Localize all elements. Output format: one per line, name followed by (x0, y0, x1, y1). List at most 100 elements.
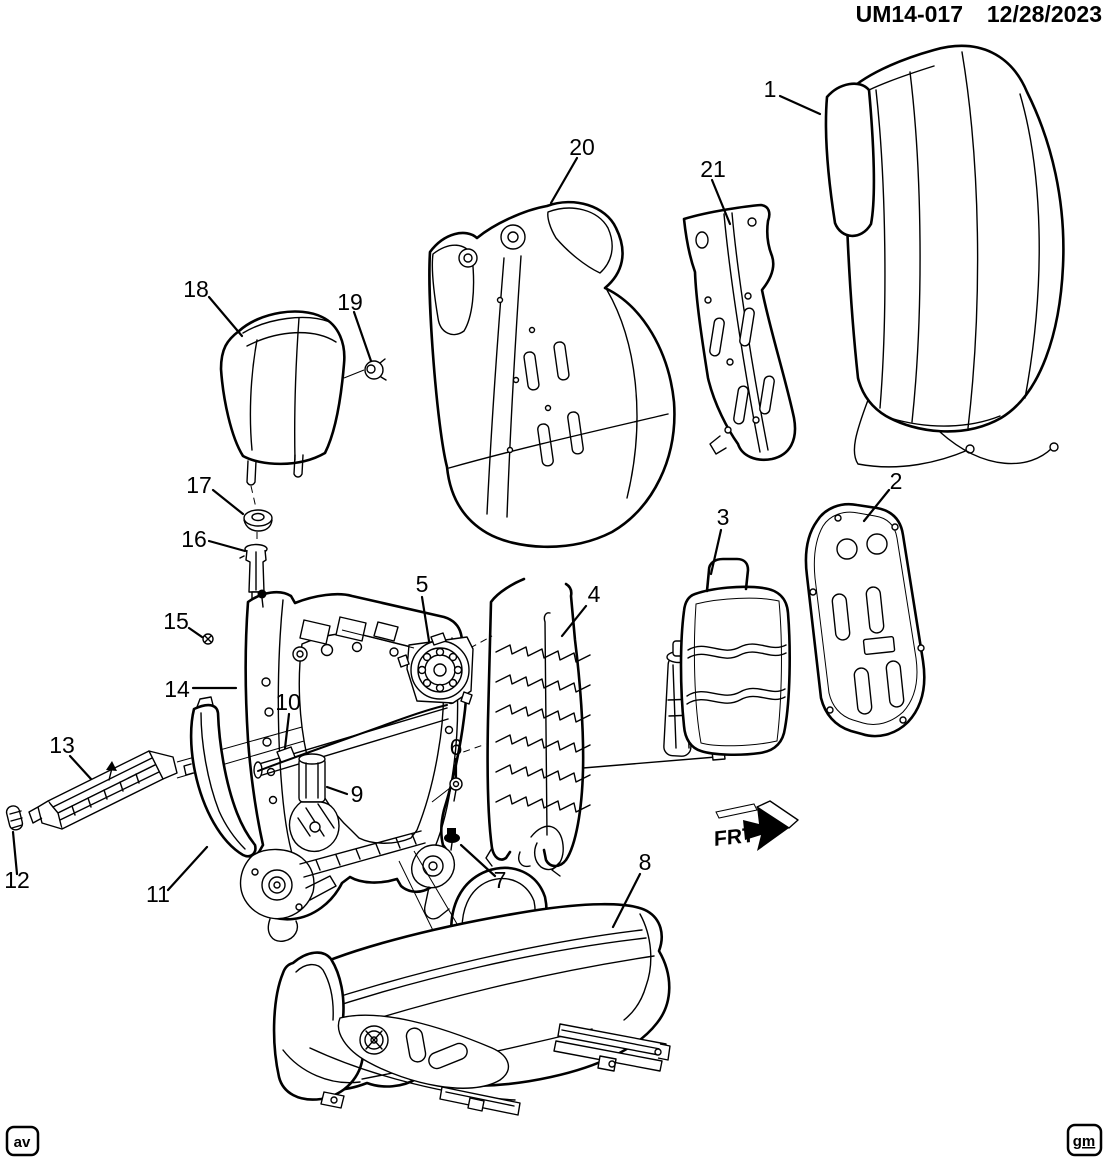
part-20-slots (523, 341, 584, 467)
svg-text:13: 13 (49, 732, 75, 758)
svg-text:8: 8 (639, 849, 652, 875)
svg-text:1: 1 (764, 76, 777, 102)
part-5-actuator (341, 629, 474, 705)
document-number: UM14-017 (856, 1, 963, 27)
callout-13: 13 (49, 732, 93, 781)
callout-4: 4 (560, 581, 601, 638)
part-17-bezel (243, 509, 273, 544)
callout-5: 5 (416, 571, 431, 643)
part-1-outline (843, 44, 1065, 433)
part-2-edge-holes (809, 514, 925, 724)
part-21-holes (695, 217, 760, 434)
callout-11: 11 (146, 845, 209, 907)
svg-text:16: 16 (181, 526, 207, 552)
svg-text:18: 18 (183, 276, 209, 302)
part-3-wave-seams (686, 643, 787, 705)
svg-text:9: 9 (351, 781, 364, 807)
svg-text:15: 15 (163, 608, 189, 634)
part-1-wing-bolster (824, 82, 876, 238)
part-19-grommet (343, 358, 387, 381)
part-3-pad-outline (679, 585, 791, 757)
frt-arrow-icon (743, 807, 789, 851)
svg-text:14: 14 (164, 676, 190, 702)
svg-text:3: 3 (717, 504, 730, 530)
part-20-center-channel (486, 255, 522, 518)
callout-8: 8 (611, 849, 652, 929)
part-20-creases (448, 289, 669, 499)
part-18-seams (242, 316, 337, 461)
callout-20: 20 (549, 134, 595, 205)
part-20-grommets (458, 224, 526, 268)
svg-text:5: 5 (416, 571, 429, 597)
part-12-clip (5, 805, 24, 831)
callout-14: 14 (164, 676, 238, 702)
part-8-seat-tracks (320, 1023, 671, 1116)
callout-16: 16 (181, 526, 247, 553)
frt-indicator: FRT (714, 800, 799, 851)
part-21-back-strap (682, 203, 797, 462)
footer-right-code: gm (1073, 1133, 1096, 1150)
seat-switch-horizontal (428, 1042, 468, 1070)
part-5-spoke-holes (417, 647, 463, 693)
part-11-outline (189, 703, 257, 858)
svg-text:10: 10 (275, 689, 301, 715)
callout-17: 17 (186, 472, 245, 516)
seat-switch-vertical (405, 1027, 427, 1063)
callout-19: 19 (337, 289, 373, 363)
callout-12: 12 (4, 830, 30, 893)
footer-left-code-box: av (5, 1125, 40, 1157)
part-4-right-wire (542, 582, 585, 868)
part-9-motor (288, 753, 340, 853)
part-13-arrow-glyph (106, 761, 117, 781)
part-4-lumbar-mat (451, 577, 726, 877)
svg-text:20: 20 (569, 134, 595, 160)
svg-text:21: 21 (700, 156, 726, 182)
part-1-seam-lines (868, 51, 1040, 429)
part-1-seat-back-cover (824, 44, 1065, 468)
part-2-top-holes (836, 533, 888, 560)
part-18-outline (219, 310, 346, 466)
part-10-cable (257, 704, 448, 772)
document-date: 12/28/2023 (987, 1, 1102, 27)
svg-text:2: 2 (890, 468, 903, 494)
callout-3: 3 (709, 504, 730, 576)
svg-text:6: 6 (450, 734, 463, 760)
part-20-outline (428, 200, 676, 549)
part-2-slots (831, 586, 905, 715)
svg-text:12: 12 (4, 867, 30, 893)
svg-text:17: 17 (186, 472, 212, 498)
part-14-right-foot (411, 844, 456, 920)
part-8-switch-panel (337, 1014, 510, 1089)
part-20-seat-back-pad (428, 200, 676, 549)
part-15-screw (202, 633, 214, 645)
document-header: UM14-017 12/28/2023 (856, 1, 1102, 27)
callout-9: 9 (325, 781, 364, 807)
part-2-back-panel (804, 502, 926, 738)
part-1-drawstring-wires (853, 399, 1059, 468)
part-14-recliner-plate (239, 848, 337, 942)
callouts: 1 2 3 4 5 6 7 8 (4, 76, 903, 929)
svg-text:7: 7 (494, 867, 507, 893)
part-14-bottom-rail (299, 830, 426, 878)
callout-18: 18 (183, 276, 244, 338)
callout-1: 1 (764, 76, 822, 116)
part-8-side-shield (272, 951, 516, 1101)
callout-2: 2 (862, 468, 903, 523)
callout-7: 7 (459, 843, 507, 893)
footer-right-code-box: gm (1066, 1123, 1103, 1157)
part-8-seat-cushion (272, 825, 671, 1116)
part-11-side-trim (183, 696, 257, 858)
part-3-lumbar-pad (663, 557, 791, 757)
part-4-zigzag-springs (495, 644, 591, 813)
part-7-bolt (444, 828, 460, 851)
part-21-slots (709, 307, 775, 425)
part-10-connector (276, 746, 296, 763)
part-4-cross-rod (582, 756, 717, 769)
part-18-posts (246, 454, 304, 486)
part-8-harness (530, 825, 564, 871)
footer-left-code: av (14, 1134, 31, 1151)
callout-10: 10 (275, 689, 301, 750)
svg-text:11: 11 (146, 881, 170, 907)
